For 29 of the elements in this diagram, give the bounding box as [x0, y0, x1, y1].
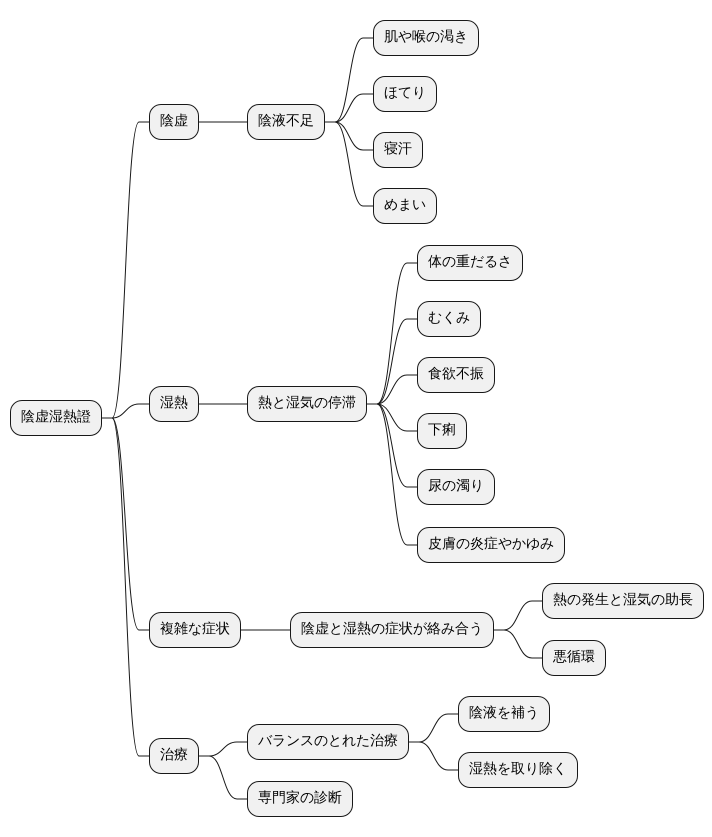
topic-node: 湿熱	[149, 386, 199, 422]
connector-line	[324, 122, 374, 206]
topic-node: 悪循環	[542, 640, 606, 676]
connector-line	[198, 756, 248, 800]
topic-node: めまい	[373, 188, 437, 224]
topic-node: 肌や喉の渇き	[373, 20, 479, 56]
topic-node: 複雑な症状	[149, 612, 241, 648]
topic-node: 湿熱を取り除く	[458, 752, 578, 788]
topic-node: 下痢	[417, 413, 467, 449]
topic-node: 陰液を補う	[458, 696, 550, 732]
topic-node: 専門家の診断	[247, 781, 353, 817]
connector-line	[366, 404, 418, 546]
topic-node: 体の重だるさ	[417, 245, 523, 281]
topic-node: 食欲不振	[417, 357, 495, 393]
topic-node: 治療	[149, 738, 199, 774]
topic-node: 皮膚の炎症やかゆみ	[417, 527, 565, 563]
topic-node: 尿の濁り	[417, 469, 495, 505]
topic-node: 寝汗	[373, 132, 423, 168]
central-topic-node: 陰虚湿熱證	[10, 400, 102, 436]
topic-node: 陰虚	[149, 104, 199, 140]
connector-line	[408, 742, 458, 770]
topic-node: ほてり	[373, 76, 437, 112]
topic-node: 熱と湿気の停滞	[247, 386, 367, 422]
topic-node: 熱の発生と湿気の助長	[542, 583, 704, 619]
topic-node: むくみ	[417, 301, 481, 337]
connector-line	[494, 630, 542, 658]
topic-node: 陰液不足	[247, 104, 325, 140]
topic-node: 陰虚と湿熱の症状が絡み合う	[290, 612, 494, 648]
topic-node: バランスのとれた治療	[247, 724, 409, 760]
